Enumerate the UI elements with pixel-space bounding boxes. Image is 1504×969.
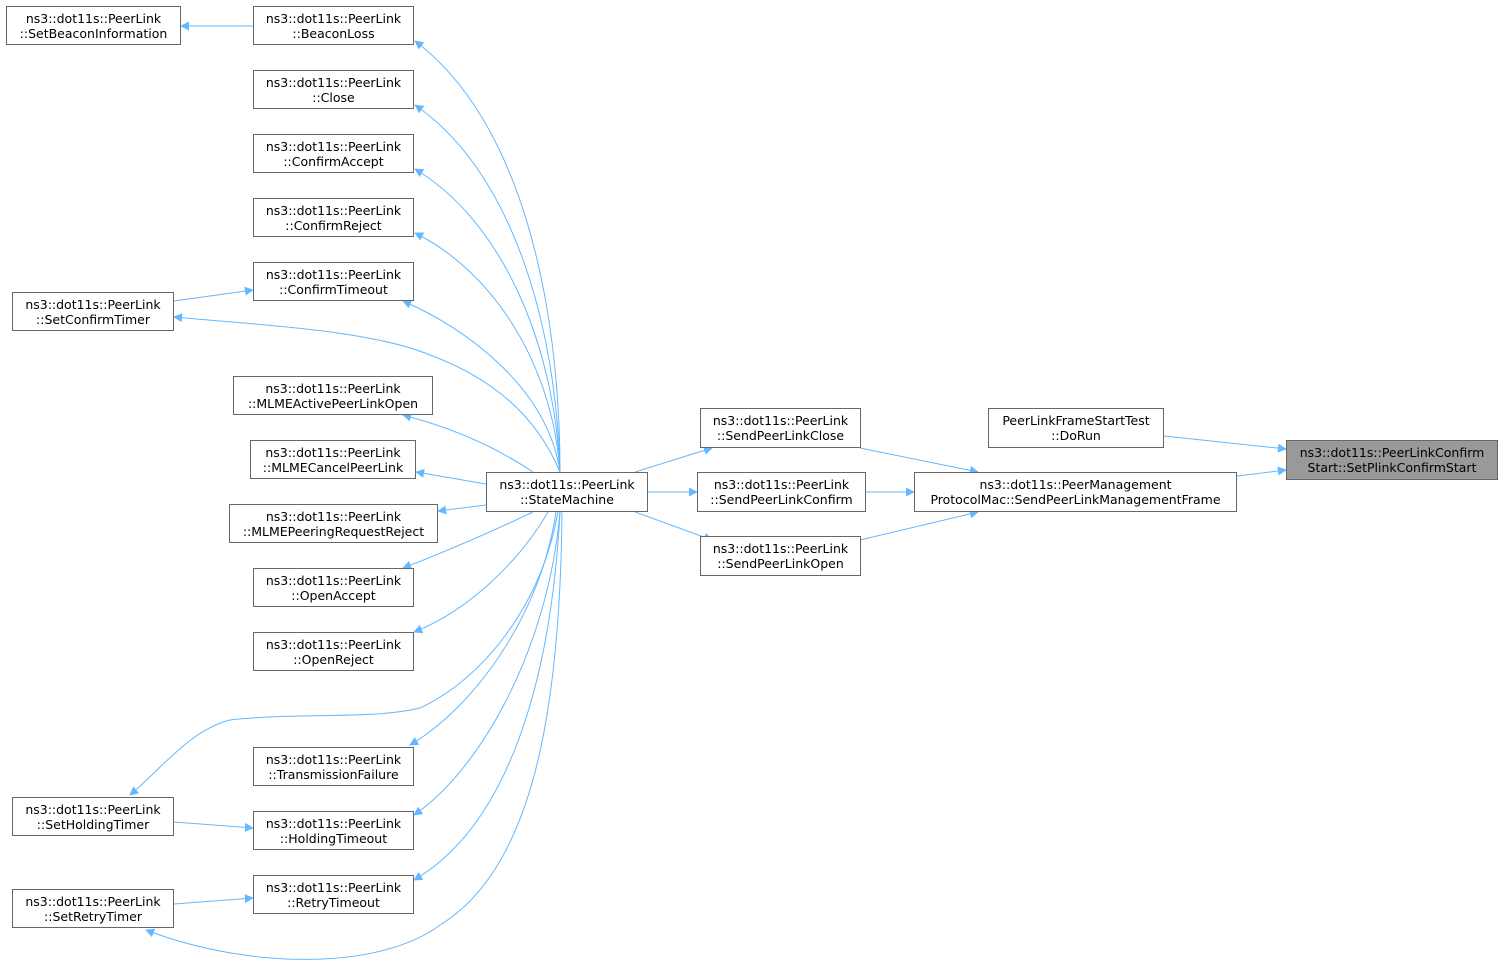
node-line: Start::SetPlinkConfirmStart: [1307, 460, 1477, 475]
node-retry-timeout[interactable]: ns3::dot11s::PeerLink ::RetryTimeout: [253, 875, 414, 914]
edge-holdtimer-holdtimeout: [173, 821, 254, 832]
node-line: ::RetryTimeout: [287, 894, 380, 910]
node-state-machine[interactable]: ns3::dot11s::PeerLink ::StateMachine: [486, 472, 648, 512]
node-line: ::ConfirmReject: [285, 217, 382, 233]
node-line: ns3::dot11s::PeerLink: [499, 477, 635, 492]
node-line: ::MLMECancelPeerLink: [262, 459, 404, 475]
edge-smr-mlmecancel: [415, 468, 487, 485]
node-line: ::SendPeerLinkClose: [716, 428, 845, 443]
node-mlme-active-peer-link-open[interactable]: ns3::dot11s::PeerLink ::MLMEActivePeerLi…: [233, 376, 433, 415]
edge-smr-mlmepeering: [437, 504, 487, 515]
node-line: ::StateMachine: [520, 492, 614, 507]
node-open-accept[interactable]: ns3::dot11s::PeerLink ::OpenAccept: [253, 568, 414, 607]
node-line: ns3::dot11s::PeerLink: [265, 202, 402, 218]
node-holding-timeout[interactable]: ns3::dot11s::PeerLink ::HoldingTimeout: [253, 811, 414, 850]
node-beacon-loss[interactable]: ns3::dot11s::PeerLink ::BeaconLoss: [253, 6, 414, 45]
node-set-holding-timer[interactable]: ns3::dot11s::PeerLink ::SetHoldingTimer: [12, 797, 174, 836]
edge-smr-confreject: [414, 232, 561, 473]
edge-retrytimer-retrytimeout: [173, 894, 254, 905]
edge-focus-mgmt: [1236, 466, 1287, 477]
node-line: ns3::dot11s::PeerLink: [265, 751, 402, 767]
node-line: ::SetRetryTimer: [44, 908, 142, 924]
edge-smr-setholdtimer: [129, 511, 559, 796]
edge-conftimer-conftimeout: [173, 286, 254, 302]
node-line: ns3::dot11s::PeerLink: [265, 138, 402, 154]
node-line: ::MLMEPeeringRequestReject: [242, 523, 425, 539]
node-line: ::ConfirmTimeout: [279, 281, 388, 297]
node-confirm-timeout[interactable]: ns3::dot11s::PeerLink ::ConfirmTimeout: [253, 262, 414, 301]
edge-smr-holdtimeout: [413, 511, 561, 816]
node-line: ns3::dot11s::PeerLink: [265, 636, 402, 652]
node-send-peer-link-open[interactable]: ns3::dot11s::PeerLink ::SendPeerLinkOpen: [700, 536, 861, 576]
node-line: ::HoldingTimeout: [279, 830, 388, 846]
node-line: ProtocolMac::SendPeerLinkManagementFrame: [930, 492, 1221, 507]
node-line: ns3::dot11s::PeerLink: [712, 413, 849, 428]
node-confirm-accept[interactable]: ns3::dot11s::PeerLink ::ConfirmAccept: [253, 134, 414, 173]
node-line: ns3::dot11s::PeerLink: [25, 10, 162, 26]
node-line: ::BeaconLoss: [292, 25, 375, 41]
node-line: ns3::dot11s::PeerManagement: [979, 477, 1172, 492]
node-line: ns3::dot11s::PeerLink: [265, 508, 402, 524]
edge-smr-retrytimeout: [413, 511, 561, 881]
node-send-peer-link-confirm[interactable]: ns3::dot11s::PeerLink ::SendPeerLinkConf…: [697, 472, 866, 512]
node-set-plink-confirm-start[interactable]: ns3::dot11s::PeerLinkConfirm Start::SetP…: [1286, 440, 1498, 480]
edge-smr-setretrytimer: [145, 511, 563, 960]
edge-close-smr: [634, 446, 713, 473]
node-line: ns3::dot11s::PeerLink: [265, 815, 402, 831]
node-mlme-cancel-peer-link[interactable]: ns3::dot11s::PeerLink ::MLMECancelPeerLi…: [250, 440, 416, 479]
node-line: ::ConfirmAccept: [283, 153, 384, 169]
edge-smr-beaconloss: [414, 40, 561, 473]
edge-smr-openreject: [413, 511, 549, 634]
node-do-run[interactable]: PeerLinkFrameStartTest ::DoRun: [988, 408, 1164, 448]
edge-smr-close: [414, 104, 561, 473]
node-line: ns3::dot11s::PeerLink: [713, 477, 850, 492]
node-transmission-failure[interactable]: ns3::dot11s::PeerLink ::TransmissionFail…: [253, 747, 414, 786]
node-line: PeerLinkFrameStartTest: [1002, 413, 1150, 428]
node-line: ::SetHoldingTimer: [36, 816, 150, 832]
node-line: ::SendPeerLinkOpen: [717, 556, 844, 571]
node-send-peer-link-management-frame[interactable]: ns3::dot11s::PeerManagement ProtocolMac:…: [914, 472, 1237, 512]
node-line: ::TransmissionFailure: [268, 766, 399, 782]
edge-mgmt-open: [859, 509, 979, 541]
edge-smr-confaccept: [414, 168, 561, 473]
node-set-retry-timer[interactable]: ns3::dot11s::PeerLink ::SetRetryTimer: [12, 889, 174, 928]
edge-smr-openaccept: [402, 511, 534, 570]
node-line: ns3::dot11s::PeerLink: [25, 296, 161, 312]
node-set-confirm-timer[interactable]: ns3::dot11s::PeerLink ::SetConfirmTimer: [12, 292, 174, 331]
node-line: ns3::dot11s::PeerLink: [265, 10, 402, 26]
edge-smr-setconftimer: [173, 313, 561, 473]
edge-mgmt-close: [859, 447, 979, 475]
node-line: ::SetBeaconInformation: [19, 25, 168, 41]
node-line: ::SetConfirmTimer: [36, 311, 150, 327]
node-mlme-peering-request-reject[interactable]: ns3::dot11s::PeerLink ::MLMEPeeringReque…: [229, 504, 438, 543]
node-line: ns3::dot11s::PeerLink: [265, 572, 402, 588]
node-set-beacon-information[interactable]: ns3::dot11s::PeerLink ::SetBeaconInforma…: [6, 6, 181, 45]
node-line: ::OpenReject: [293, 651, 374, 667]
node-confirm-reject[interactable]: ns3::dot11s::PeerLink ::ConfirmReject: [253, 198, 414, 237]
node-line: ns3::dot11s::PeerLink: [265, 266, 402, 282]
node-line: ::Close: [312, 89, 355, 105]
edge-smr-conftimeout: [402, 300, 561, 473]
node-line: ::SendPeerLinkConfirm: [710, 492, 853, 507]
edge-open-smr: [634, 511, 713, 542]
node-line: ::DoRun: [1051, 428, 1101, 443]
node-line: ::OpenAccept: [291, 587, 376, 603]
node-line: ns3::dot11s::PeerLink: [265, 380, 401, 396]
node-line: ns3::dot11s::PeerLink: [25, 893, 161, 909]
node-line: ns3::dot11s::PeerLink: [265, 74, 402, 90]
node-send-peer-link-close[interactable]: ns3::dot11s::PeerLink ::SendPeerLinkClos…: [700, 408, 861, 448]
node-line: ns3::dot11s::PeerLinkConfirm: [1299, 445, 1485, 460]
node-line: ns3::dot11s::PeerLink: [712, 541, 849, 556]
node-line: ns3::dot11s::PeerLink: [25, 801, 161, 817]
node-line: ::MLMEActivePeerLinkOpen: [247, 395, 419, 411]
edge-focus-dorun: [1163, 435, 1287, 453]
edge-smr-mlmeactive: [402, 412, 534, 473]
edge-smr-transfail: [409, 511, 557, 746]
node-line: ns3::dot11s::PeerLink: [265, 444, 401, 460]
node-line: ns3::dot11s::PeerLink: [265, 879, 402, 895]
node-open-reject[interactable]: ns3::dot11s::PeerLink ::OpenReject: [253, 632, 414, 671]
node-close[interactable]: ns3::dot11s::PeerLink ::Close: [253, 70, 414, 109]
